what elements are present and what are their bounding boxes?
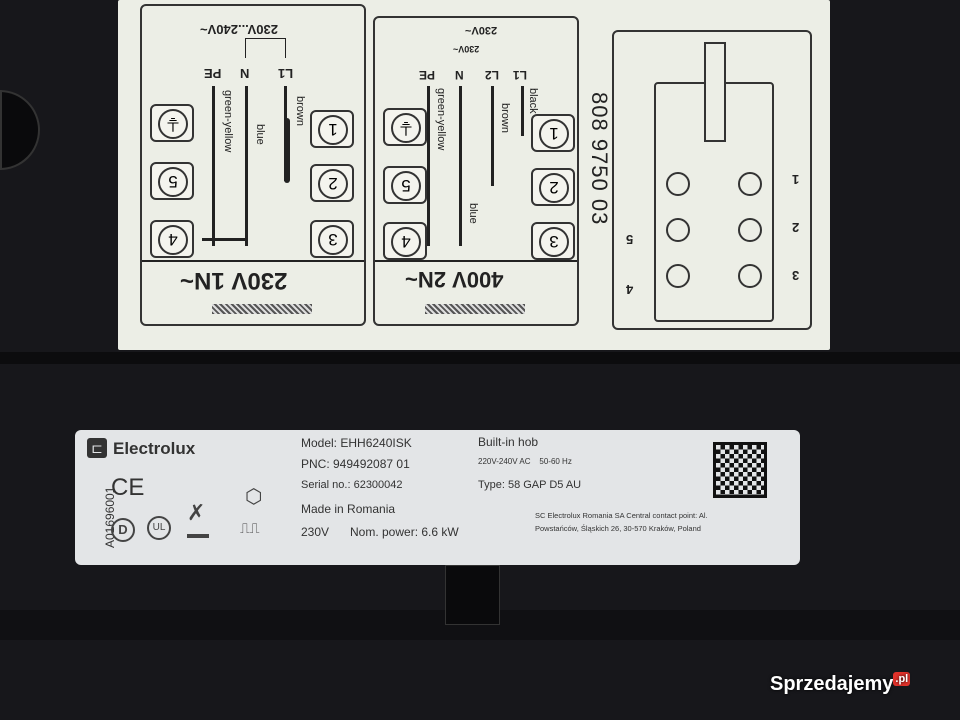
nominal-power: Nom. power: 6.6 kW [350,525,459,539]
supply-spec: 220V-240V AC 50-60 Hz [478,457,572,466]
terminal-1: 1 [531,114,575,152]
weee-bin-icon: ✗ [187,500,206,525]
wire-brown: brown [499,103,511,133]
terminal-n: N [240,66,250,81]
terminal-1: 1 [310,110,354,148]
housing-edge [0,352,960,364]
datamatrix-code [713,442,767,498]
earth-terminal: ⏚ [383,108,427,146]
address-line-2: Powstańców, Śląskich 26, 30-570 Kraków, … [535,524,701,533]
terminal-2: 2 [310,164,354,202]
terminal-5: 5 [383,166,427,204]
cable-icon [425,304,525,314]
label-3: 3 [792,268,800,283]
label-2: 2 [792,220,800,235]
voltage-inner: 230V~ [453,44,480,54]
housing-notch [445,565,500,625]
screw-icon [666,264,690,288]
terminal-bridge [704,42,726,142]
label-4: 4 [626,282,634,297]
part-number: 808 9750 03 [587,92,612,226]
watermark-name: Sprzedajemy [770,673,894,695]
label-1: 1 [792,172,800,187]
terminal-l1: L1 [513,68,528,82]
rating-plate: ⊏ Electrolux A01696001 CE D UL ✗ ⬡ ⎍⎍ Mo… [75,430,800,565]
screw-icon [738,218,762,242]
supply-rating: 400V 2N~ [405,267,504,292]
terminal-3: 3 [310,220,354,258]
wire-green-yellow: green-yellow [222,90,234,153]
screw-icon [738,264,762,288]
screw-icon [666,218,690,242]
serial: Serial no.: 62300042 [301,479,403,491]
voltage-range: 230V...240V~ [200,22,278,37]
cable-icon [212,304,312,314]
terminal-n: N [455,68,464,82]
screw-icon [738,172,762,196]
two-phase-panel: 230V~ 230V~ PE N L2 L1 green-yellow blue… [373,16,579,326]
model: Model: EHH6240ISK [301,436,412,450]
supply-rating: 230V 1N~ [180,267,288,294]
terminal-4: 4 [150,220,194,258]
wire-green-yellow: green-yellow [435,88,447,151]
single-phase-panel: 230V...240V~ PE N L1 green-yellow blue b… [140,4,366,326]
terminal-5: 5 [150,162,194,200]
ce-mark: CE [111,474,145,501]
address-line-1: SC Electrolux Romania SA Central contact… [535,511,708,520]
induction-icon: ⬡ [245,486,263,508]
electrolux-logo-icon: ⊏ [87,438,107,458]
watermark: Sprzedajemy.pl [770,672,911,696]
wire-blue: blue [254,124,266,145]
label-5: 5 [626,232,634,247]
terminal-pe: PE [204,66,222,81]
terminal-block-panel: 1 2 3 5 4 [612,30,812,330]
weee-bar [187,534,209,538]
earth-terminal: ⏚ [150,104,194,142]
pnc: PNC: 949492087 01 [301,457,410,471]
ul-mark-icon: UL [147,516,171,540]
terminal-l1: L1 [278,66,294,81]
screw-icon [666,172,690,196]
voltage: 230V [301,525,330,539]
origin: Made in Romania [301,502,396,516]
brand-name: Electrolux [113,439,196,458]
wire-black: black [527,88,539,114]
watermark-suffix: .pl [893,672,911,686]
terminal-4: 4 [383,222,427,260]
terminal-l2: L2 [485,68,500,82]
terminal-3: 3 [531,222,575,260]
d-mark-icon: D [111,518,135,542]
type: Type: 58 GAP D5 AU [478,479,582,491]
wiring-diagram-label: 230V...240V~ PE N L1 green-yellow blue b… [118,0,830,350]
terminal-pe: PE [419,68,436,82]
terminal-2: 2 [531,168,575,206]
product-type: Built-in hob [478,435,539,449]
wire-blue: blue [467,203,479,224]
housing-knob [0,90,40,170]
voltage-outer: 230V~ [465,24,498,36]
wire-brown: brown [294,96,306,126]
pulse-icon: ⎍⎍ [240,520,260,536]
